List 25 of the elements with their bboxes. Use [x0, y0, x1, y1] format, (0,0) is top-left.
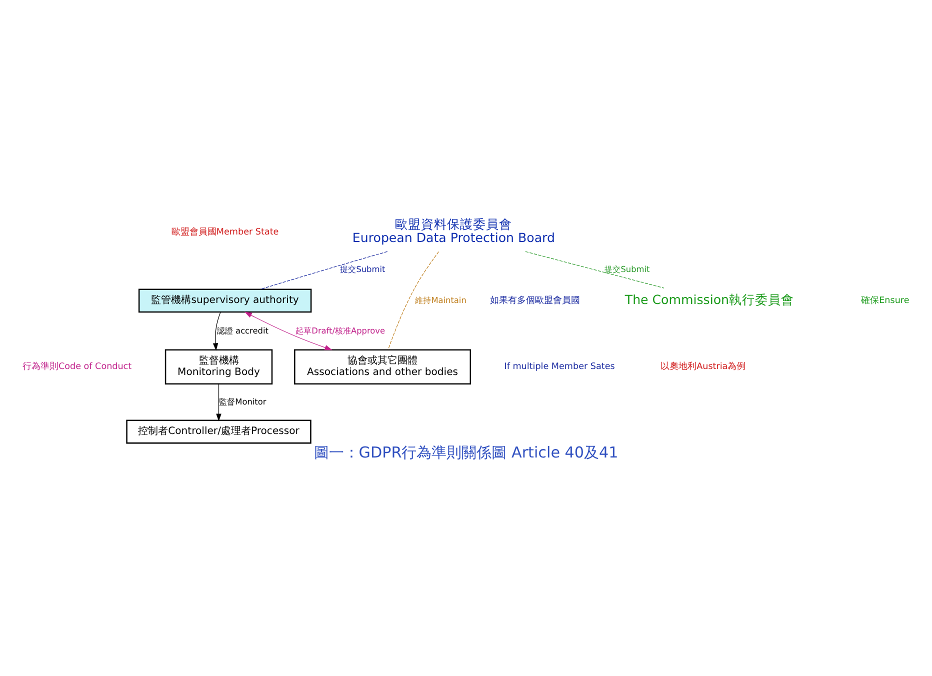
label: 確保Ensure	[861, 296, 910, 306]
label: 行為準則Code of Conduct	[22, 362, 132, 372]
arrow	[216, 383, 222, 421]
label: If multiple Member Sates	[504, 362, 615, 372]
edge-label: 監督Monitor	[219, 396, 266, 406]
edge-label: 提交Submit	[604, 263, 650, 274]
node-box: 監管機構supervisory authority	[138, 288, 312, 312]
edge-label: 維持Maintain	[415, 294, 466, 304]
edge-label: 認證 accredit	[216, 325, 268, 336]
node-box: 監督機構 Monitoring Body	[164, 348, 273, 384]
node-box: 協會或其它團體 Associations and other bodies	[294, 348, 472, 384]
connector	[525, 250, 664, 288]
arrow	[212, 311, 221, 350]
label: 歐盟會員國Member State	[171, 226, 279, 237]
caption: 圖一：GDPR行為準則關係圖 Article 40及41	[314, 443, 618, 462]
connector	[388, 250, 439, 350]
label: 以奧地利Austria為例	[660, 362, 746, 372]
node-text: 歐盟資料保護委員會 European Data Protection Board	[352, 216, 555, 245]
edge-label: 起草Draft/核准Approve	[296, 325, 386, 336]
node-box: 控制者Controller/處理者Processor	[126, 419, 312, 444]
node-text: The Commission執行委員會	[624, 291, 794, 306]
label: 如果有多個歐盟會員國	[490, 296, 580, 306]
arrow	[244, 311, 332, 350]
edge-label: 提交Submit	[340, 263, 386, 274]
connector	[260, 250, 388, 290]
